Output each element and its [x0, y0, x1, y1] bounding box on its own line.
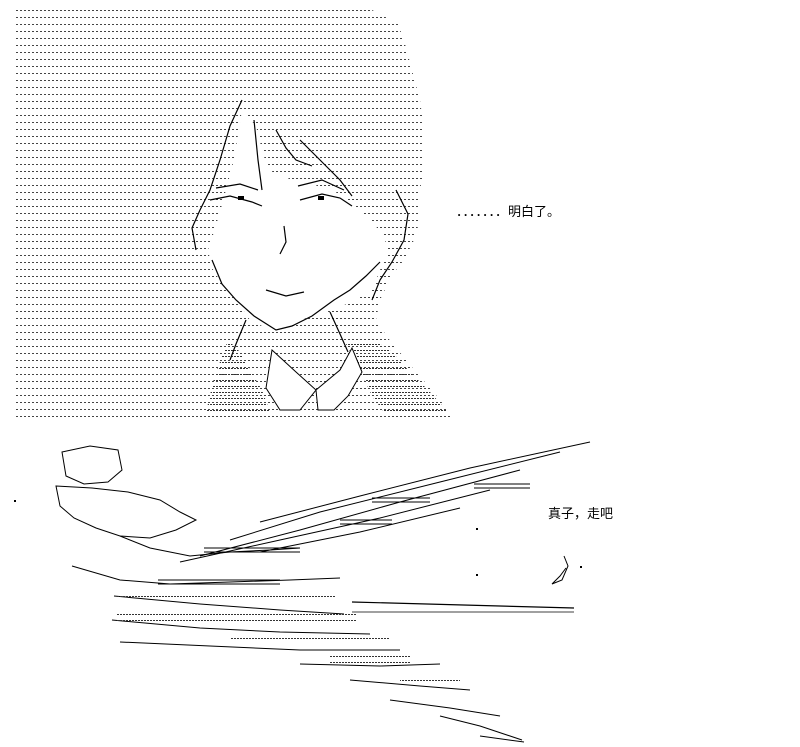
hair-strand-1: [253, 119, 263, 191]
nose: [279, 225, 287, 255]
figure-head: [61, 445, 123, 485]
speed-line-5: [259, 507, 461, 553]
hair-outline: [191, 99, 243, 251]
face-area: [208, 110, 388, 330]
equals-marks: [158, 483, 530, 585]
eyelid-right: [297, 179, 345, 191]
pupil-right: [318, 196, 324, 200]
sword-blade: [351, 601, 575, 609]
trail-3: [119, 641, 400, 651]
figure-arm: [119, 535, 301, 557]
trail-6: [389, 699, 501, 717]
neck-left: [229, 319, 247, 361]
mouth: [265, 289, 305, 297]
trail-7: [439, 715, 523, 741]
slash-panel: [55, 441, 591, 743]
shoulder-left: [206, 340, 270, 412]
trail-5: [349, 679, 471, 691]
speed-line-4: [179, 489, 491, 563]
slash-dotted-fill: [116, 592, 460, 684]
speed-line-2: [229, 451, 561, 541]
figure-legs: [71, 565, 341, 585]
eyelid-left: [215, 183, 259, 191]
figure-body: [55, 485, 198, 539]
shoulder-right: [346, 340, 448, 412]
right-edge-hair: [371, 189, 409, 301]
trail-4: [299, 663, 441, 667]
hair-strand-3: [299, 139, 353, 197]
portrait-panel: [14, 8, 452, 420]
trail-8: [479, 735, 525, 743]
hair-strand-2: [275, 129, 313, 167]
face-outline: [211, 259, 381, 331]
dialogue-line-1: ．．．．．．．明白了。: [456, 205, 561, 220]
collar: [265, 349, 317, 411]
hilt-mark: [551, 555, 569, 585]
eye-right: [299, 193, 353, 207]
collar-2: [315, 346, 363, 411]
dialogue-line-2: 真子，走吧: [548, 507, 614, 522]
speed-line-1: [259, 441, 591, 523]
dotted-block-left: [14, 8, 254, 420]
neck-right: [329, 311, 349, 353]
speed-line-3: [199, 469, 521, 557]
small-dots: [14, 500, 582, 576]
pupil-left: [238, 196, 244, 200]
